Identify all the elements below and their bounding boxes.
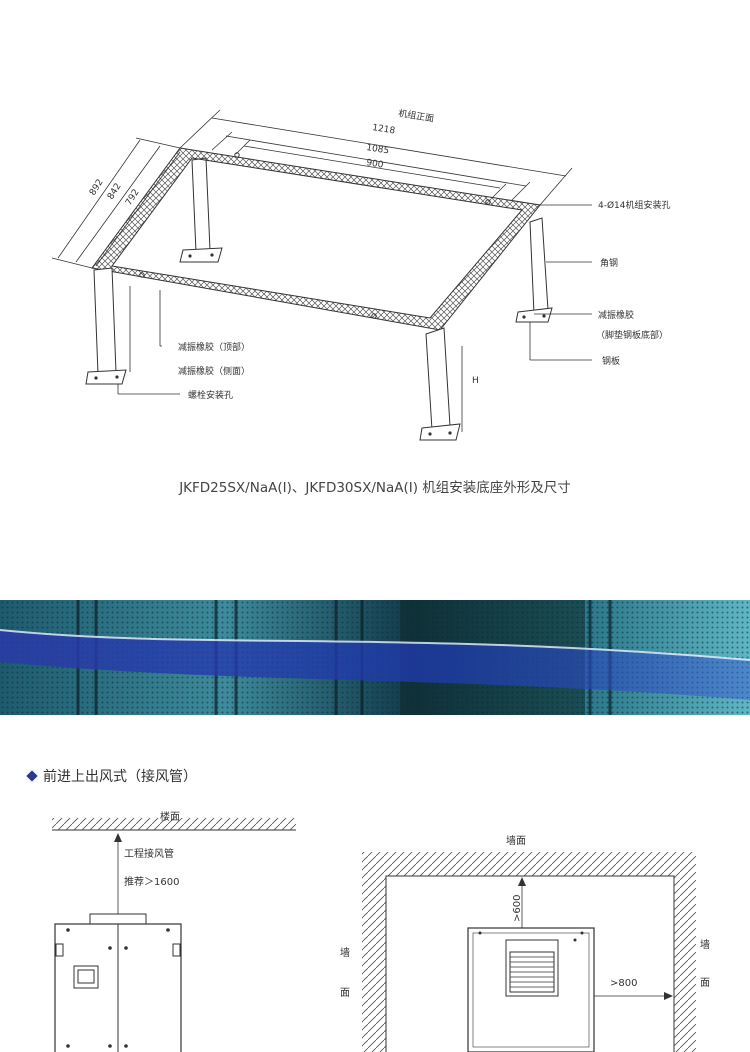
wall-right-2: 面 [700, 978, 710, 989]
floor-label: 楼面 [160, 810, 180, 823]
dimension-lines [51, 109, 573, 269]
top-view-diagram: 墙面 墙 面 墙 面 >600 >800 [340, 834, 710, 1052]
wall-right-1: 墙 [700, 938, 710, 951]
section-title-text: 前进上出风式（接风管） [43, 769, 197, 785]
bolt-hole-label: 螺栓安装孔 [188, 389, 233, 401]
diagram-caption: JKFD25SX/NaA(I)、JKFD30SX/NaA(I) 机组安装底座外形… [179, 480, 571, 496]
server-rack-banner [0, 600, 750, 715]
holes-label: 4-Ø14机组安装孔 [598, 199, 671, 211]
rubber-top-label: 减振橡胶（顶部） [178, 341, 250, 353]
dim-1085: 1085 [366, 143, 390, 156]
dim-892: 892 [88, 178, 106, 198]
ac-unit-front [54, 913, 182, 1052]
base-frame-diagram: 机组正面 1218 1085 900 892 842 792 4-Ø14机组安装… [51, 107, 671, 441]
angle-steel-label: 角钢 [600, 257, 618, 269]
front-right-leg [419, 327, 461, 441]
front-view-diagram: 楼面 工程接风管 推荐＞1600 [52, 810, 296, 1052]
gap-top-label: >600 [512, 895, 523, 922]
section-title: 前进上出风式（接风管） [26, 766, 197, 786]
dim-900: 900 [366, 158, 385, 171]
recommend-label: 推荐＞1600 [124, 875, 179, 888]
leader-lines [117, 204, 592, 432]
frame-top [91, 147, 541, 331]
ac-unit-top [467, 927, 595, 1052]
wall-top-label: 墙面 [506, 834, 526, 847]
diamond-bullet-icon [26, 770, 38, 782]
front-left-leg [85, 267, 127, 385]
rubber-side-label: 减振橡胶（侧面） [178, 365, 250, 377]
wall-left-1: 墙 [340, 946, 350, 959]
back-right-leg [515, 217, 553, 323]
wall-left-2: 面 [340, 988, 350, 999]
gap-side-label: >800 [610, 978, 637, 989]
front-label: 机组正面 [398, 107, 435, 124]
duct-label: 工程接风管 [124, 847, 174, 860]
steel-plate-label: 钢板 [602, 355, 620, 367]
back-left-leg [179, 157, 223, 263]
dim-1218: 1218 [372, 123, 396, 137]
height-label: H [472, 376, 479, 386]
rubber-pad-label: 减振橡胶 [598, 309, 634, 321]
rubber-pad-note: （脚垫钢板底部） [596, 329, 668, 341]
